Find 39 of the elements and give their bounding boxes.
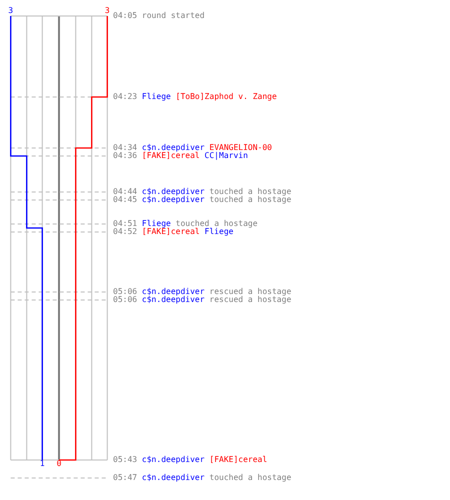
player-name: [ToBo]Zaphod v. Zange — [176, 92, 277, 101]
player-name: c$n.deepdiver — [142, 195, 205, 204]
timestamp: 04:52 — [113, 227, 138, 236]
player-name: c$n.deepdiver — [142, 295, 205, 304]
event-text: touched a hostage — [209, 187, 292, 196]
player-count: 1 — [40, 460, 45, 468]
event-text: round started — [142, 11, 205, 20]
player-name: c$n.deepdiver — [142, 287, 205, 296]
timestamp: 04:23 — [113, 92, 138, 101]
timestamp: 04:45 — [113, 195, 138, 204]
player-name: c$n.deepdiver — [142, 187, 205, 196]
player-name: c$n.deepdiver — [142, 455, 205, 464]
player-name: [FAKE]cereal — [142, 151, 200, 160]
player-name: Fliege — [204, 227, 234, 236]
player-name: [FAKE]cereal — [209, 455, 268, 464]
player-name: EVANGELION-00 — [209, 143, 272, 152]
player-name: c$n.deepdiver — [142, 143, 205, 152]
timestamp: 04:51 — [113, 219, 138, 228]
timestamp: 05:43 — [113, 455, 138, 464]
timestamp: 04:44 — [113, 187, 138, 196]
player-count: 3 — [104, 7, 110, 15]
player-count: 0 — [56, 460, 62, 468]
player-name: Fliege — [142, 219, 171, 228]
event-text: rescued a hostage — [209, 295, 292, 304]
player-name: [FAKE]cereal — [142, 227, 200, 236]
timestamp: 05:47 — [113, 473, 138, 482]
event-text: rescued a hostage — [209, 287, 292, 296]
player-count: 3 — [8, 7, 14, 15]
event-text: touched a hostage — [209, 195, 292, 204]
player-name: Fliege — [142, 92, 171, 101]
timestamp: 05:06 — [113, 287, 138, 296]
event-text: touched a hostage — [176, 219, 258, 228]
timestamp: 04:34 — [113, 143, 138, 152]
player-name: c$n.deepdiver — [142, 473, 205, 482]
timestamp: 04:05 — [113, 11, 138, 20]
player-name: CC|Marvin — [204, 151, 248, 160]
timestamp: 04:36 — [113, 151, 138, 160]
timestamp: 05:06 — [113, 295, 138, 304]
event-text: touched a hostage — [209, 473, 292, 482]
